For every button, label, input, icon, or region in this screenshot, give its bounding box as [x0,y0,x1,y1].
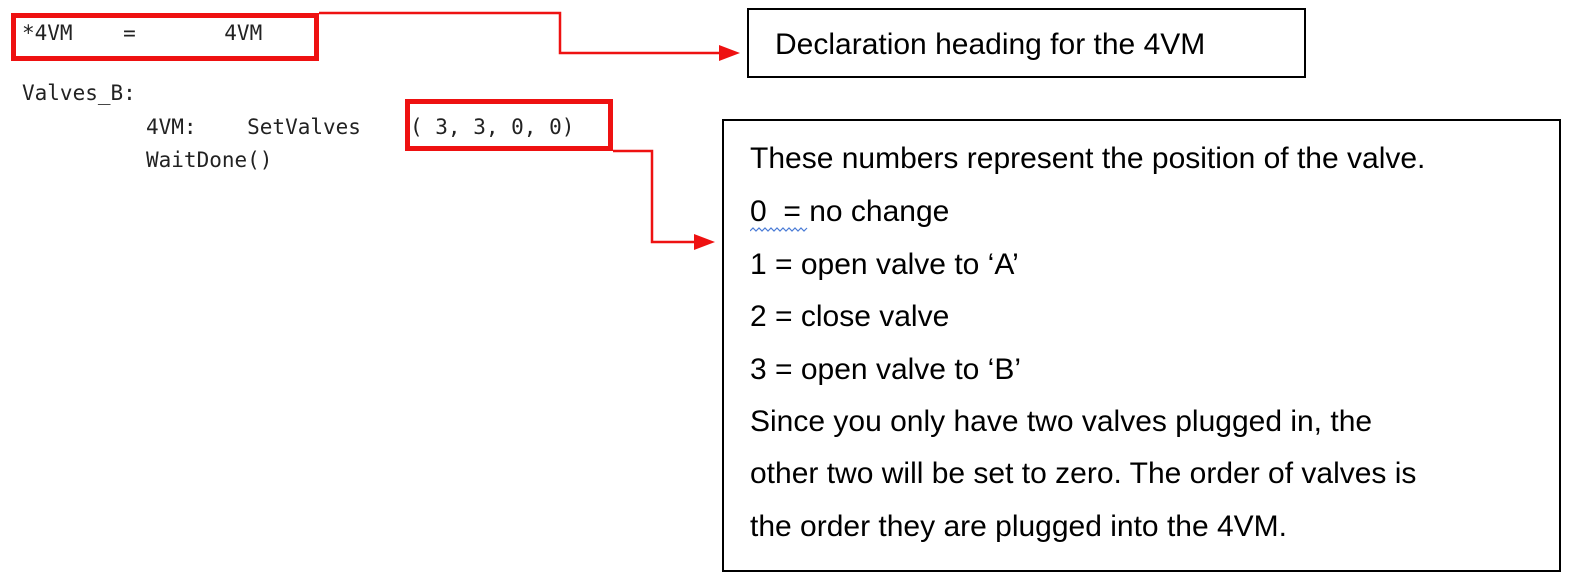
setvalves-command: 4VM: SetValves [146,115,361,139]
declaration-callout: Declaration heading for the 4VM [747,8,1306,78]
declaration-arrowhead [719,45,740,61]
callout-line-no-change: 0 = no change [750,195,950,228]
declaration-callout-text: Declaration heading for the 4VM [775,28,1206,61]
callout-line-order: the order they are plugged into the 4VM. [750,510,1288,543]
callout-line-since: Since you only have two valves plugged i… [750,405,1373,438]
spellcheck-squiggle [750,227,808,232]
callout-line-other-two: other two will be set to zero. The order… [750,457,1417,490]
waitdone-code-line: WaitDone() [146,148,273,172]
valve-positions-callout: These numbers represent the position of … [722,119,1561,572]
declaration-highlight-box [11,13,319,61]
declaration-arrow-line [319,11,722,55]
callout-line-close: 2 = close valve [750,300,950,333]
arguments-highlight-box [405,99,613,151]
callout-line-open-a: 1 = open valve to ‘A’ [750,248,1019,281]
callout-line-intro: These numbers represent the position of … [750,142,1426,175]
declaration-code-line: *4VM = 4VM [22,21,263,45]
setvalves-arguments: ( 3, 3, 0, 0) [410,115,575,139]
callout-line-open-b: 3 = open valve to ‘B’ [750,353,1022,386]
arguments-arrow-line [613,149,697,244]
valves-label-code-line: Valves_B: [22,81,136,105]
arguments-arrowhead [694,234,715,250]
